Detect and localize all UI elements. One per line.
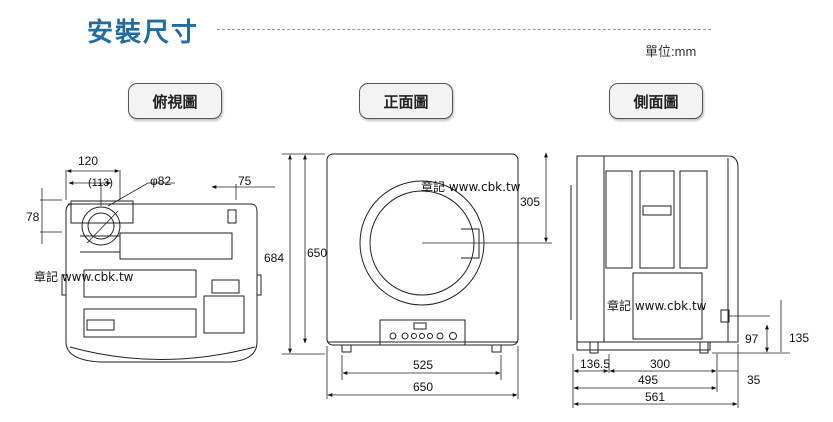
- top-view-drawing: [61, 200, 262, 363]
- top-view-body: [65, 203, 258, 363]
- front-foot-right: [491, 344, 502, 353]
- title-divider: [217, 29, 711, 30]
- dim-75: 75: [238, 174, 252, 188]
- top-view-label: 俯視圖: [128, 83, 222, 119]
- side-notch-right: [257, 274, 262, 296]
- front-view-label: 正面圖: [359, 83, 453, 119]
- dim-525: 525: [413, 358, 433, 372]
- dim-line-82: [107, 182, 149, 207]
- side-vent-panel-1: [605, 170, 633, 269]
- page-title: 安裝尺寸: [87, 18, 200, 48]
- top-view-exhaust-box: [70, 200, 134, 224]
- side-panel: [203, 295, 245, 334]
- side-body: [576, 155, 739, 343]
- side-view-drawing: [570, 155, 739, 354]
- side-view-label: 側面圖: [609, 83, 703, 119]
- dim-vent-diameter: φ82: [150, 174, 171, 188]
- dim-35: 35: [747, 373, 761, 387]
- front-control-panel: [379, 319, 466, 346]
- side-base: [576, 342, 711, 351]
- vent-diameter-leader: [86, 210, 119, 244]
- dim-135: 135: [789, 331, 809, 345]
- side-window: [211, 279, 240, 294]
- side-view-dimensions: [572, 300, 790, 408]
- front-foot-left: [341, 344, 352, 353]
- dim-561: 561: [645, 390, 665, 404]
- dim-78: 78: [26, 210, 40, 224]
- dim-650-height: 650: [307, 246, 327, 260]
- top-view-dimensions: [40, 169, 275, 244]
- dim-305: 305: [520, 195, 540, 209]
- dim-684: 684: [264, 251, 284, 265]
- dim-495: 495: [638, 373, 658, 387]
- unit-label: 單位:mm: [645, 44, 697, 59]
- side-vent-panel-3: [679, 170, 708, 269]
- small-handle-slot: [86, 319, 115, 331]
- side-access-cover: [632, 272, 703, 340]
- dim-113: (113): [88, 177, 113, 189]
- lint-filter-slot-1: [83, 269, 197, 298]
- display-window: [413, 322, 427, 330]
- dim-120: 120: [78, 154, 98, 168]
- control-panel-strip: [119, 232, 233, 260]
- watermark-top-view: 章記 www.cbk.tw: [34, 269, 134, 284]
- side-foot-left: [589, 341, 599, 354]
- watermark-side-view: 章記 www.cbk.tw: [607, 298, 707, 313]
- vent-inner-ring: [87, 212, 115, 240]
- dim-136-5: 136.5: [580, 357, 610, 371]
- side-vent-panel-2: [639, 170, 675, 269]
- dim-97: 97: [745, 332, 759, 346]
- side-foot-right: [699, 341, 709, 354]
- dim-300: 300: [650, 357, 670, 371]
- watermark-front-view: 章記 www.cbk.tw: [421, 179, 521, 194]
- lint-filter-slot-2: [83, 308, 197, 338]
- dim-650-width: 650: [413, 380, 433, 394]
- front-view-dimensions: [282, 152, 552, 399]
- control-knobs: [389, 332, 457, 340]
- top-view-front-base: [69, 346, 256, 360]
- side-notch-left: [61, 274, 66, 296]
- vent-outer-ring: [81, 206, 121, 246]
- water-connector: [227, 209, 237, 224]
- side-vent-handle: [642, 205, 672, 216]
- door-handle: [461, 228, 480, 259]
